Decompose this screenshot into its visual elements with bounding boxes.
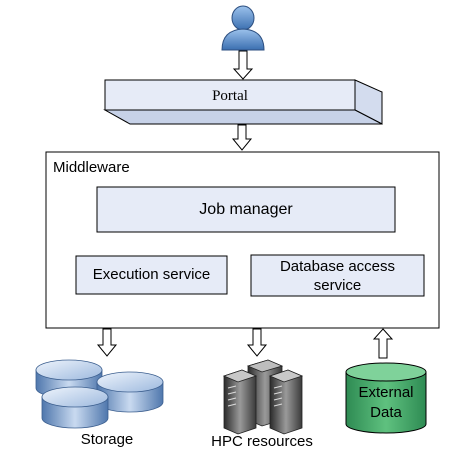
job-manager-label: Job manager [199,201,293,218]
server-rack-icon [222,359,304,435]
portal-box [103,79,383,125]
database-access-label: Database access service [251,255,424,295]
job-manager-box [96,186,396,233]
cylinder-icon [345,362,427,434]
arrow-to-storage [96,328,118,357]
middleware-label: Middleware [53,159,130,176]
portal-label: Portal [212,88,248,104]
person-icon [221,5,265,51]
external-data-label-line1: External [358,384,414,401]
external-data-label: External Data [346,383,426,423]
hpc-resources-label: HPC resources [211,433,313,450]
storage-label: Storage [80,431,134,448]
execution-service-box [75,255,228,295]
arrow-portal-to-middleware [231,124,253,151]
database-disks-icon [35,359,164,429]
arrow-from-external-data [372,328,394,359]
execution-service-label: Execution service [92,266,211,283]
arrow-user-to-portal [232,50,254,80]
database-access-label-line2: service [313,277,362,294]
arrow-to-hpc [246,328,268,357]
database-access-box [250,254,425,297]
external-data-label-line2: Data [370,404,402,421]
database-access-label-line1: Database access [279,258,396,275]
middleware-container [45,151,440,329]
